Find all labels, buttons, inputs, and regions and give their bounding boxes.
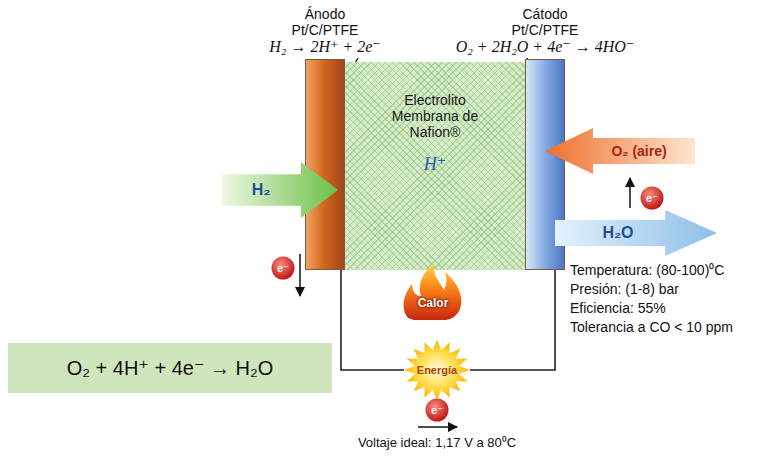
electron-flow-arrow	[299, 254, 301, 296]
water-outlet-arrow-shape	[555, 210, 717, 256]
node-label: Cátodo Pt/C/PTFE	[499, 6, 591, 38]
burst-outline	[404, 340, 470, 400]
operating-condition: Eficiencia: 55%	[570, 300, 666, 316]
heat-flame-shape	[400, 262, 466, 320]
circuit-wire	[341, 270, 404, 370]
electron-symbol: e⁻	[425, 398, 449, 422]
node-label: H₂	[252, 181, 271, 199]
anode-electrode: Ánodo Pt/C/PTFEH₂ → 2H⁺ + 2e⁻	[250, 4, 400, 270]
node-label: H₂O	[602, 224, 633, 242]
oxygen-inlet-arrow: O₂ (aire)	[545, 128, 695, 174]
oxygen-inlet-arrow-shape	[545, 128, 695, 174]
node-sublabel: H₂ → 2H⁺ + 2e⁻	[269, 38, 380, 56]
node-label: Energía	[417, 364, 457, 377]
operating-condition: Temperatura: (80-100)⁰C	[570, 262, 724, 278]
arrow-body	[545, 128, 695, 174]
node-label: O₂ + 4H⁺ + 4e⁻ → H₂O	[67, 357, 274, 380]
arrow-body	[555, 210, 717, 256]
energy-burst: Energía	[404, 340, 470, 400]
water-outlet-arrow: H₂O	[555, 210, 717, 256]
node-label: Electrolito Membrana de Nafion®	[382, 92, 488, 140]
electron-symbol: e⁻	[271, 256, 295, 280]
node-label: Ánodo Pt/C/PTFE	[279, 6, 371, 38]
voltage-note: Voltaje ideal: 1,17 V a 80⁰C	[358, 436, 516, 451]
hydrogen-inlet-arrow: H₂	[222, 162, 338, 218]
operating-condition: Presión: (1-8) bar	[570, 281, 679, 297]
node-label: e⁻	[431, 404, 443, 417]
electrode-plate	[305, 59, 345, 270]
leader-arrow	[342, 58, 358, 86]
node-label: O₂ (aire)	[611, 143, 666, 159]
node-sublabel: H⁺	[424, 154, 447, 175]
node-sublabel: O₂ + 2H₂O + 4e⁻ → 4HO⁻	[456, 38, 634, 56]
electron-flow-arrow	[418, 426, 457, 428]
flame-outline	[404, 263, 462, 320]
electron-symbol-shape	[271, 256, 295, 280]
circuit-wire	[470, 270, 555, 370]
electron-symbol-shape	[425, 398, 449, 422]
energy-burst-shape	[404, 340, 470, 400]
electron-flow-arrow	[629, 178, 631, 208]
operating-condition: Tolerancia a CO < 10 ppm	[570, 319, 733, 335]
electrolyte-membrane: Electrolito Membrana de Nafion® H⁺	[345, 62, 525, 270]
leader-arrow	[527, 58, 533, 86]
cathode-electrode: Cátodo Pt/C/PTFEO₂ + 2H₂O + 4e⁻ → 4HO⁻	[420, 4, 670, 270]
electron-dot	[426, 399, 449, 422]
electron-symbol: e⁻	[640, 186, 664, 210]
node-label: e⁻	[277, 262, 289, 275]
reaction-box: O₂ + 4H⁺ + 4e⁻ → H₂O	[8, 343, 332, 393]
node-label: e⁻	[646, 192, 658, 205]
electron-symbol-shape	[640, 186, 664, 210]
node-label: Calor	[418, 297, 449, 311]
electron-dot	[272, 257, 295, 280]
arrow-body	[222, 162, 338, 218]
electrode-plate	[525, 59, 565, 270]
heat-flame: Calor	[400, 262, 466, 320]
electron-dot	[641, 187, 664, 210]
hydrogen-inlet-arrow-shape	[222, 162, 338, 218]
